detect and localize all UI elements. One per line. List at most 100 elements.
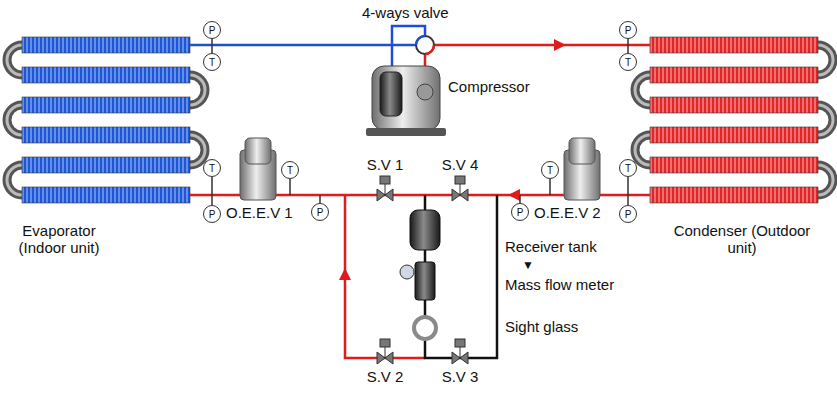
heat-exchanger-coil — [190, 135, 205, 165]
sensor-circle: T — [281, 161, 299, 179]
part-label: S.V 1 — [365, 156, 405, 173]
part-label: Evaporator (Indoor unit) — [0, 222, 118, 256]
sensor-leader — [212, 39, 628, 205]
flow-arrow — [554, 39, 566, 51]
sensor-letter: T — [209, 163, 215, 174]
expansion-valve — [240, 138, 600, 200]
sensor-circle: T — [203, 53, 221, 71]
heat-exchanger-coil — [635, 135, 650, 165]
four-way-valve — [416, 36, 434, 54]
part-label: O.E.E.V 1 — [226, 204, 293, 221]
mass-flow-meter — [415, 262, 435, 300]
sensor-circle: P — [203, 205, 221, 223]
heat-exchanger-coil — [818, 45, 833, 75]
heat-exchanger-coil — [7, 105, 22, 135]
solenoid-valve — [455, 176, 465, 184]
discharge-pipe — [434, 44, 650, 47]
heat-exchanger-coil — [818, 165, 833, 195]
part-label: Sight glass — [505, 318, 578, 335]
part-label: S.V 2 — [365, 368, 405, 385]
sensor-letter: P — [317, 207, 324, 218]
heat-exchanger-coil — [22, 157, 190, 173]
sensor-circle: T — [619, 53, 637, 71]
compressor — [417, 84, 433, 100]
heat-exchanger-coil — [650, 37, 818, 53]
part-label: ▼ — [522, 257, 534, 274]
sensor-leader — [289, 179, 291, 195]
sensor-circle: T — [619, 159, 637, 177]
compressor — [372, 66, 440, 130]
sensor-circle: P — [619, 21, 637, 39]
part-label: Mass flow meter — [505, 276, 614, 293]
discharge-pipe — [190, 45, 650, 358]
sensor-circle: T — [541, 161, 559, 179]
solenoid-valve — [380, 339, 390, 347]
sensor-letter: P — [517, 207, 524, 218]
compressor — [366, 66, 446, 136]
sensor-letter: P — [209, 209, 216, 220]
heat-exchanger-coil — [22, 127, 190, 143]
sight-glass — [414, 317, 436, 339]
part-label: S.V 3 — [440, 368, 480, 385]
part-label: Compressor — [448, 78, 530, 95]
sensor-leader — [627, 177, 629, 195]
expansion-valve — [569, 138, 595, 164]
sensor-leader — [627, 45, 629, 53]
solenoid-valve — [460, 184, 461, 195]
sensor-letter: T — [547, 165, 553, 176]
four-way-valve — [416, 36, 434, 54]
sensor-leader — [211, 177, 213, 195]
heat-exchanger-coil — [635, 135, 650, 165]
part-label: O.E.E.V 2 — [534, 204, 601, 221]
receiver-tank — [410, 210, 440, 250]
sensor-letter: T — [287, 165, 293, 176]
heat-exchanger-coil — [22, 67, 190, 83]
compressor — [366, 128, 446, 136]
heat-exchanger-coil — [650, 127, 818, 143]
heat-exchanger-coil — [7, 165, 22, 195]
suction-pipe — [190, 44, 416, 47]
heat-exchanger-coil — [650, 67, 818, 83]
heat-exchanger-coil — [650, 157, 818, 173]
flow-arrow — [339, 268, 351, 280]
sensor-leader — [211, 195, 213, 205]
four-way-valve — [416, 36, 425, 45]
heat-exchanger-coil — [818, 105, 833, 135]
discharge-pipe — [424, 54, 427, 66]
heat-exchanger-coil — [190, 135, 205, 165]
sensor-leader — [519, 195, 521, 203]
heat-exchanger-coil — [7, 37, 205, 203]
heat-exchanger-coil — [190, 75, 205, 105]
heat-exchanger-coil — [7, 45, 22, 75]
part-label: Receiver tank — [505, 238, 597, 255]
part-label: 4-ways valve — [362, 4, 449, 21]
solenoid-valve — [385, 347, 386, 358]
heat-exchanger-coil — [650, 187, 818, 203]
sensor-circle: T — [203, 159, 221, 177]
sensor-circle: P — [619, 205, 637, 223]
heat-exchanger-coil — [22, 97, 190, 113]
four-way-valve — [425, 45, 434, 54]
heat-exchanger-coil — [635, 75, 650, 105]
sight-glass — [414, 317, 436, 339]
sensor-letter: T — [625, 57, 631, 68]
heat-exchanger-coil — [22, 37, 190, 53]
sensor-letter: P — [209, 25, 216, 36]
heat-exchanger-coil — [818, 45, 833, 75]
sensor-letter: T — [625, 163, 631, 174]
sensor-circle: P — [511, 203, 529, 221]
heat-exchanger-coil — [650, 97, 818, 113]
sensor-leader — [211, 39, 213, 45]
solenoid-valve — [380, 176, 390, 184]
flow-arrow — [508, 189, 520, 201]
sensor-leader — [627, 195, 629, 205]
solenoid-valve — [455, 339, 465, 347]
sensor-letter: P — [625, 25, 632, 36]
heat-exchanger-coil — [22, 187, 190, 203]
solenoid-valve — [385, 184, 386, 195]
heat-exchanger-coil — [635, 75, 650, 105]
mass-flow-meter — [400, 262, 435, 300]
compressor — [380, 72, 402, 116]
